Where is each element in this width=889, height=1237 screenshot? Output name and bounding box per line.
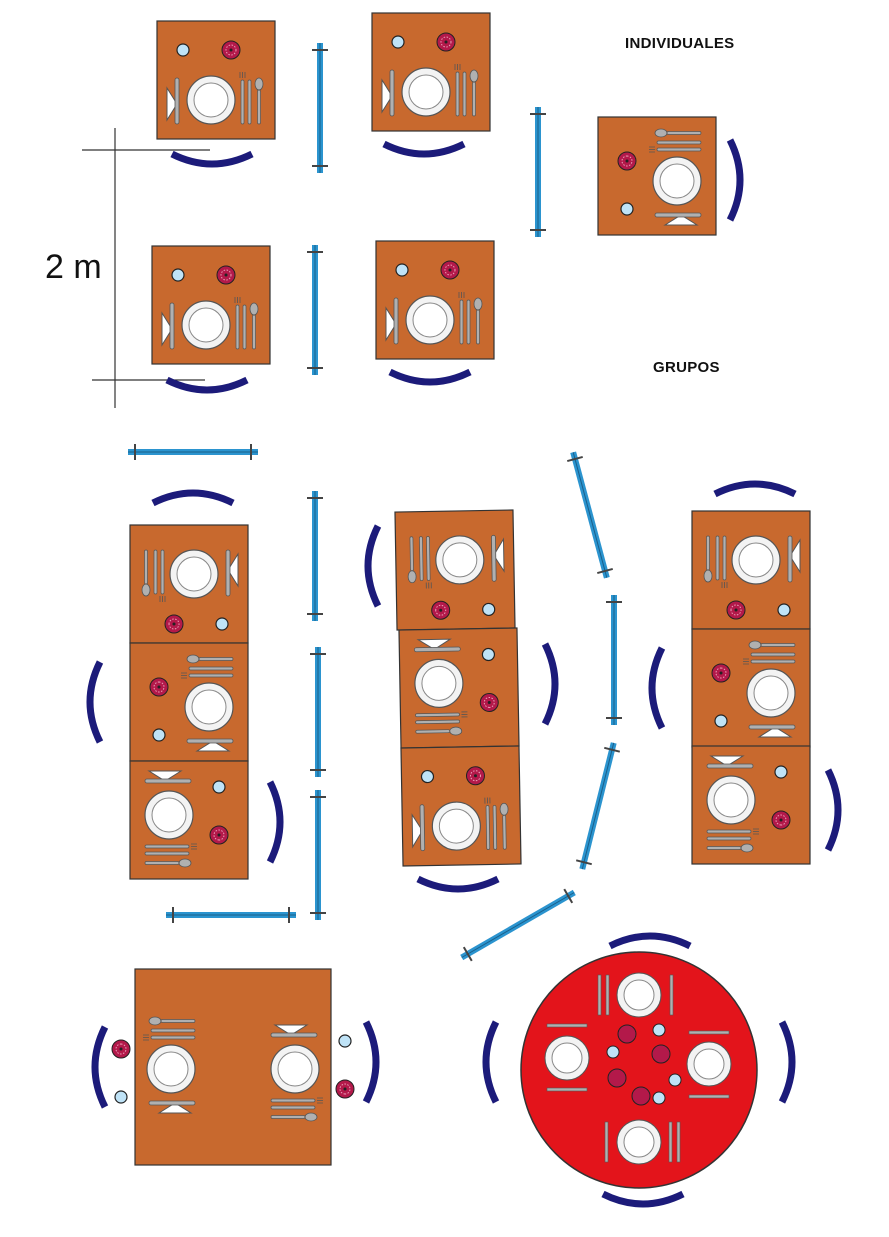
- chair-icon: [167, 380, 247, 390]
- group-table-a: [129, 524, 249, 880]
- section-title-individuales: INDIVIDUALES: [625, 35, 735, 52]
- chair-icon: [90, 662, 100, 742]
- group-table-d: [111, 968, 355, 1166]
- chair-icon: [418, 879, 498, 889]
- chair-icon: [384, 144, 464, 154]
- round-table: [520, 951, 758, 1189]
- individual-table-1: [156, 20, 276, 140]
- chair-icon: [486, 1022, 496, 1102]
- partition-icon: [307, 491, 323, 621]
- scale-label: 2 m: [45, 248, 102, 286]
- partition-icon: [307, 245, 323, 375]
- partition-icon: [128, 444, 258, 460]
- chair-icon: [366, 1022, 376, 1102]
- partition-icon: [458, 886, 579, 965]
- chair-icon: [545, 644, 555, 724]
- chair-icon: [368, 526, 378, 606]
- chair-icon: [782, 1022, 792, 1102]
- chair-icon: [730, 140, 740, 220]
- chair-icon: [95, 1027, 105, 1107]
- partition-icon: [575, 741, 622, 871]
- individual-table-3: [597, 116, 717, 236]
- individual-table-4: [151, 245, 271, 365]
- partition-icon: [310, 647, 326, 777]
- chair-icon: [610, 936, 690, 946]
- partition-icon: [530, 107, 546, 237]
- section-title-grupos: GRUPOS: [653, 359, 720, 376]
- group-table-b: [394, 509, 522, 867]
- partition-icon: [312, 43, 328, 173]
- partition-icon: [310, 790, 326, 920]
- individual-table-5: [375, 240, 495, 360]
- group-table-c: [691, 510, 811, 865]
- chair-icon: [828, 770, 838, 850]
- partition-icon: [606, 595, 622, 725]
- scale-bar: [82, 128, 210, 408]
- chair-icon: [172, 154, 252, 164]
- partition-icon: [565, 450, 614, 580]
- chair-icon: [153, 493, 233, 503]
- chair-icon: [603, 1194, 683, 1204]
- chair-icon: [390, 372, 470, 382]
- chair-icon: [652, 648, 662, 728]
- chair-icon: [715, 484, 795, 494]
- chair-icon: [270, 782, 280, 862]
- individual-table-2: [371, 12, 491, 132]
- partition-icon: [166, 907, 296, 923]
